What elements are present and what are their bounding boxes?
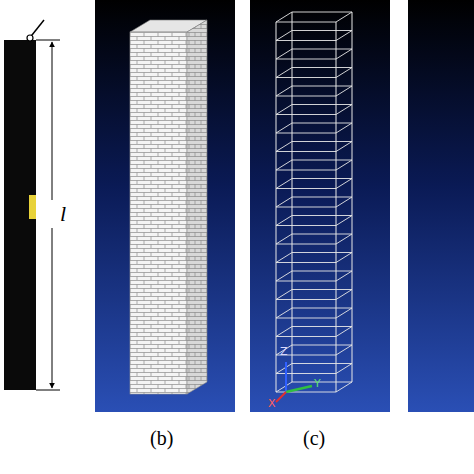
panel-label: (c)	[303, 428, 325, 448]
axis-label: Z	[280, 346, 288, 357]
axis-triad	[276, 362, 312, 402]
column-model	[4, 20, 60, 390]
render-background	[95, 0, 235, 412]
render-background	[250, 0, 390, 412]
rebar-cage	[276, 12, 352, 392]
axis-label: Y	[314, 378, 321, 389]
dimension-label: l	[60, 203, 66, 225]
panel-label: (b)	[150, 428, 173, 448]
render-background	[408, 0, 474, 412]
axis-label: X	[268, 398, 276, 409]
solid-mesh-column	[130, 20, 207, 394]
